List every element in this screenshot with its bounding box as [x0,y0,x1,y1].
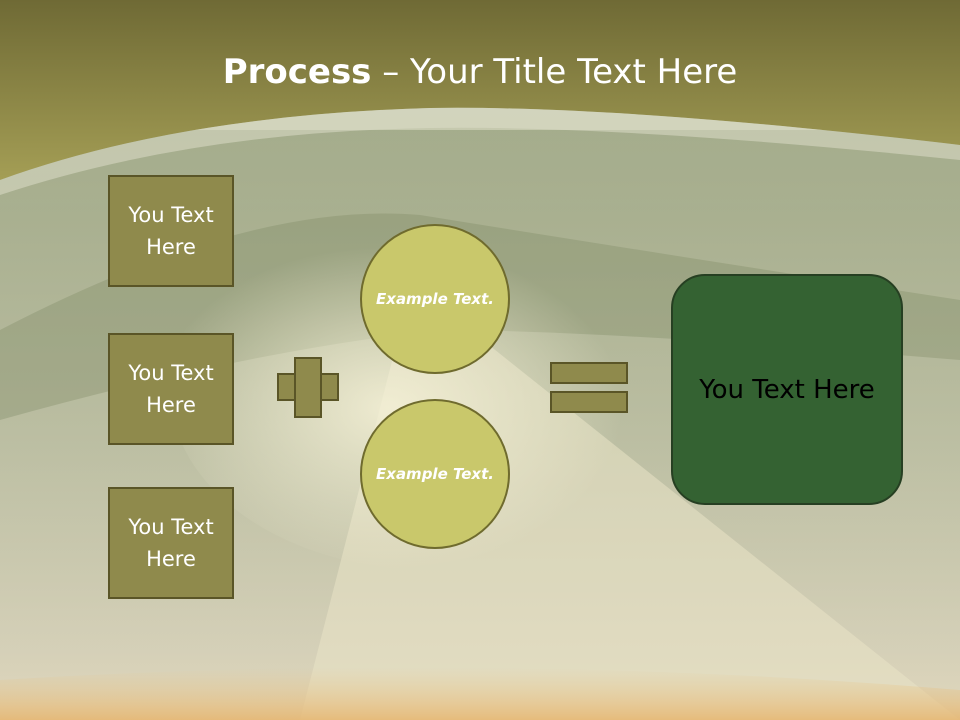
page-title: Process – Your Title Text Here [0,52,960,92]
title-rest: – Your Title Text Here [371,52,738,92]
result-box: You Text Here [671,274,903,505]
example-circle-2: Example Text. [360,399,510,549]
example-circle-1: Example Text. [360,224,510,374]
header-band [0,0,960,195]
input-box-3: You Text Here [108,487,234,599]
input-box-1: You Text Here [108,175,234,287]
input-box-2: You Text Here [108,333,234,445]
title-bold: Process [222,52,372,92]
